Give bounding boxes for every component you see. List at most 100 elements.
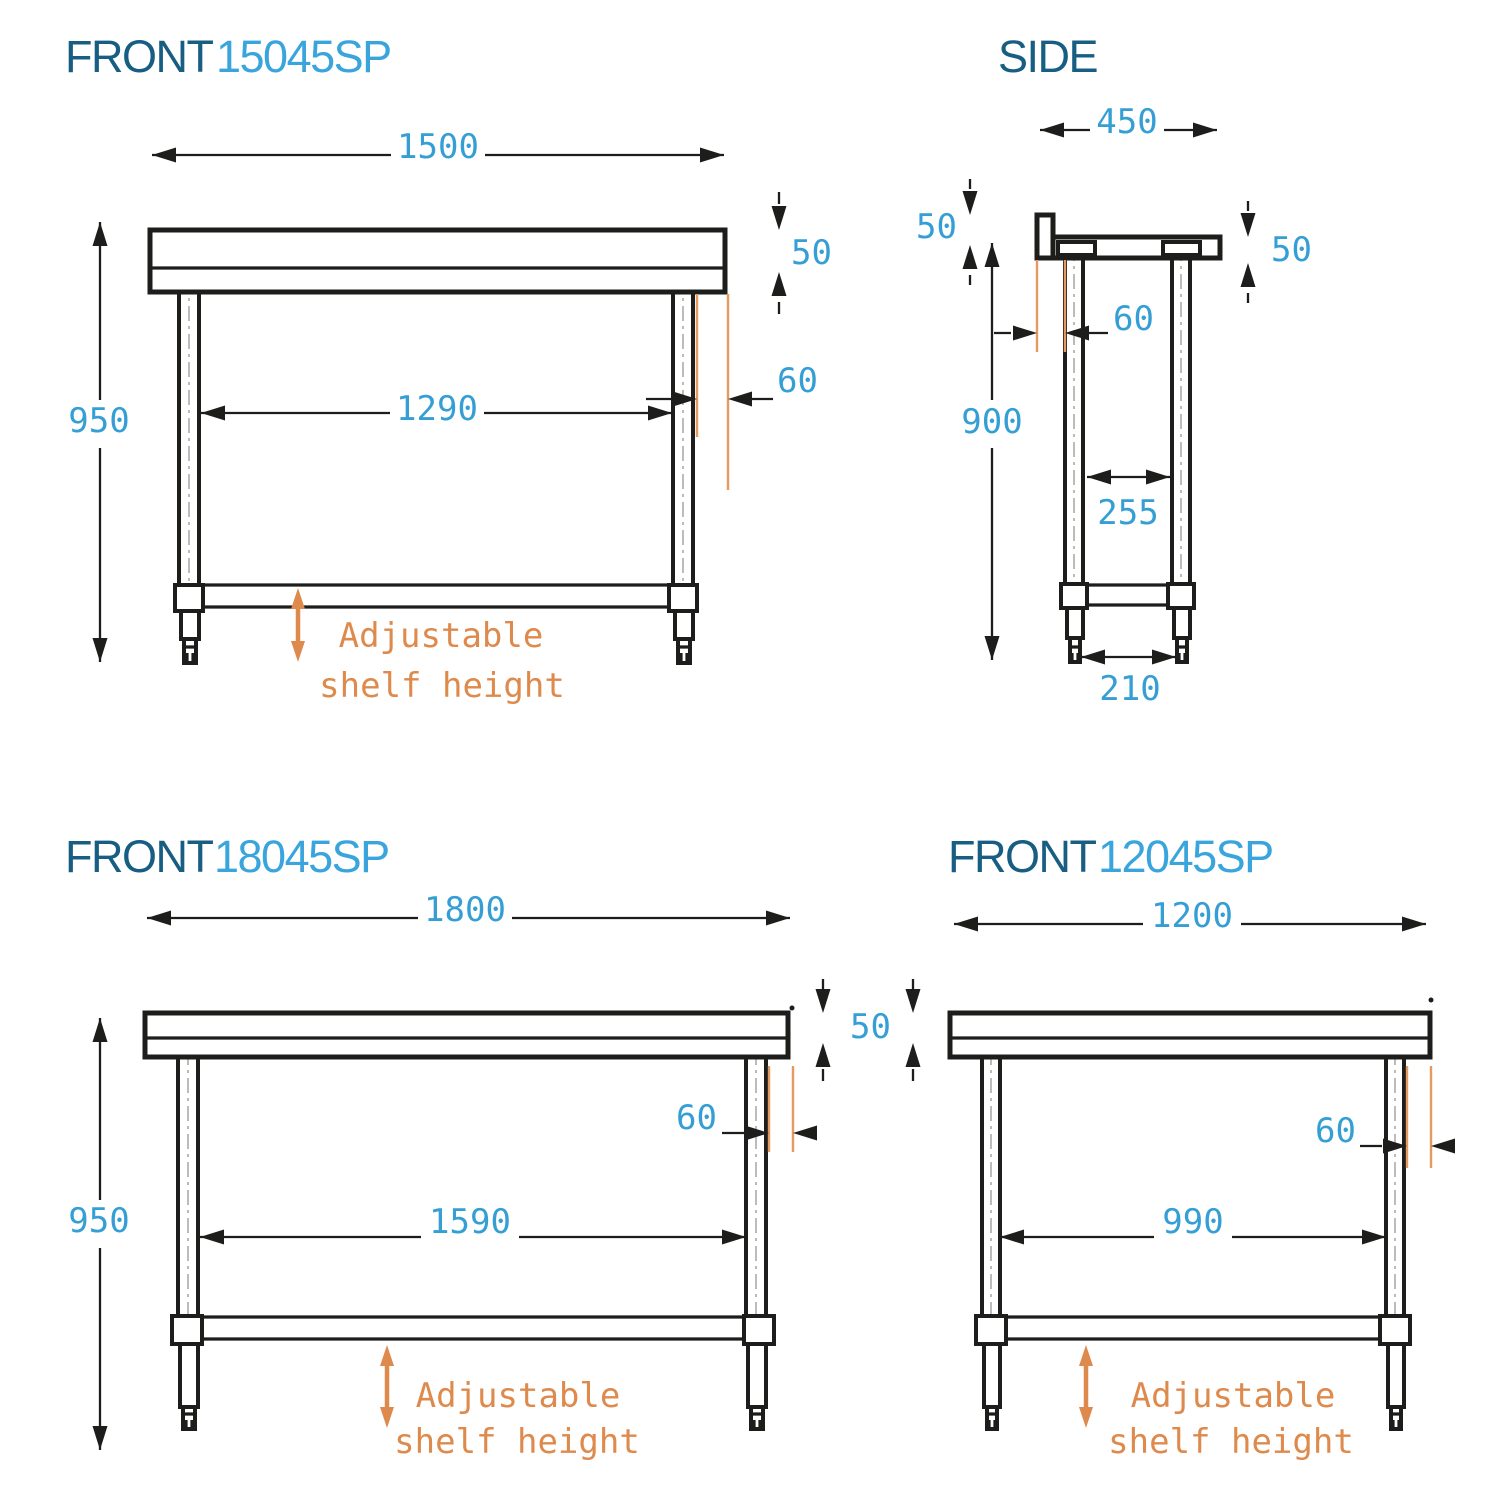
dim-leg-spacing: 255	[1087, 469, 1170, 533]
orange-arrowhead-up	[291, 588, 305, 609]
arrowhead-right	[1146, 469, 1170, 485]
adjustable-shelf-note: Adjustable shelf height	[291, 588, 565, 706]
collar-right	[742, 1314, 776, 1346]
arrowhead-up-left-pair	[815, 1043, 831, 1067]
adjustable-foot-left	[181, 1405, 197, 1431]
dim-overall-width: 1500	[152, 127, 724, 167]
note-line2: shelf height	[319, 666, 565, 706]
drawing-model: 12045SP	[1098, 831, 1273, 882]
extension-lines	[1405, 1066, 1433, 1168]
arrowhead-right	[722, 1229, 746, 1245]
drawing-side: SIDE 450	[916, 31, 1312, 709]
dim-top-thickness: 50	[1240, 201, 1312, 303]
arrowhead-up-right-pair	[905, 1043, 921, 1067]
note-line1: Adjustable	[1131, 1376, 1336, 1416]
arrowhead-right	[766, 910, 790, 926]
shelf-rails	[202, 1315, 744, 1341]
drawing-title: SIDE	[998, 31, 1098, 82]
dim-value: 900	[961, 402, 1022, 442]
foot-stub	[985, 1405, 999, 1431]
orange-arrowhead-down	[380, 1407, 394, 1428]
dim-overall-width: 1800	[147, 890, 790, 930]
lower-leg-back	[1065, 606, 1085, 640]
adjustable-foot-front	[1175, 636, 1189, 664]
mark-dot	[789, 1005, 795, 1011]
drawing-model: 18045SP	[214, 831, 389, 882]
arrowhead-left	[201, 405, 225, 421]
dim-value: 210	[1099, 669, 1160, 709]
dim-leg-span: 1290	[201, 389, 672, 429]
dim-value: 450	[1096, 102, 1157, 142]
collar-left	[170, 1314, 204, 1346]
arrow-stems	[821, 979, 915, 1081]
lower-leg-right	[1386, 1342, 1406, 1409]
arrowhead-right	[1362, 1229, 1386, 1245]
lower-leg-front	[1172, 606, 1192, 640]
worktop	[147, 227, 728, 295]
foot-detail	[1391, 1412, 1401, 1427]
foot-detail	[678, 645, 690, 661]
arrowhead-down	[984, 636, 1000, 660]
arrowhead-up	[962, 245, 978, 269]
upstand-profile	[1034, 212, 1056, 261]
drawing-model: 15045SP	[216, 31, 391, 82]
table-front-outline	[147, 227, 728, 665]
arrowhead-right	[1013, 325, 1037, 341]
dim-value: 50	[916, 207, 957, 247]
leg-centerlines	[188, 250, 684, 658]
shelf-rails	[1006, 1315, 1380, 1341]
drawing-title: FRONT	[65, 31, 213, 82]
adjustable-foot-right	[676, 637, 692, 665]
dim-top-thickness: 50	[771, 192, 832, 314]
arrowhead-right	[700, 147, 724, 163]
table-front-outline	[142, 1005, 795, 1431]
arrowhead-left	[1000, 1229, 1024, 1245]
arrowhead-right	[648, 405, 672, 421]
orange-arrowhead-up	[380, 1345, 394, 1366]
collar-front	[1166, 582, 1196, 610]
dim-value: 60	[676, 1098, 717, 1138]
dim-value: 255	[1097, 493, 1158, 533]
arrowhead-up	[984, 243, 1000, 267]
dim-value: 1200	[1151, 896, 1233, 936]
foot-detail	[183, 1412, 195, 1427]
arrowhead-left	[1087, 469, 1111, 485]
dim-top-thickness-shared: 50	[815, 979, 921, 1081]
adjustable-foot-left	[985, 1405, 999, 1431]
adjustable-foot-left	[182, 637, 198, 665]
worktop	[142, 1010, 791, 1060]
arrowhead-up	[92, 222, 108, 246]
dim-leg-inset: 60	[646, 294, 818, 490]
adjustable-foot-right	[749, 1405, 765, 1431]
orange-arrowhead-down	[291, 641, 305, 662]
lower-leg-left	[982, 1342, 1002, 1409]
foot-stub	[1068, 636, 1082, 664]
drawing-front-12045sp: FRONT 12045SP 1200	[947, 831, 1455, 1462]
mark-dot	[1428, 997, 1434, 1003]
dim-value: 60	[1113, 299, 1154, 339]
rail-lines	[1087, 583, 1168, 607]
table-side-outline	[1034, 212, 1223, 664]
dim-value: 1290	[396, 389, 478, 429]
note-line1: Adjustable	[416, 1376, 621, 1416]
drawing-title: FRONT	[65, 831, 213, 882]
drawing-title: FRONT	[948, 831, 1096, 882]
leg-centerlines	[990, 1022, 1396, 1424]
arrowhead-left	[1431, 1138, 1455, 1154]
arrowhead-up	[771, 272, 787, 296]
adjustable-foot-right	[1389, 1405, 1403, 1431]
shelf-rails	[203, 583, 669, 609]
foot-detail	[751, 1412, 763, 1427]
adjustable-foot-back	[1068, 636, 1082, 664]
dim-value: 950	[68, 401, 129, 441]
dim-foot-spacing: 210	[1081, 649, 1176, 709]
foot-detail	[1177, 645, 1187, 661]
dim-value: 1590	[429, 1202, 511, 1242]
worktop	[947, 1010, 1433, 1060]
table-front-outline	[947, 997, 1434, 1431]
dim-overall-height: 950	[68, 1018, 130, 1450]
arrowhead-down-right-pair	[905, 989, 921, 1013]
dim-overall-height: 950	[68, 222, 130, 662]
arrowhead-right	[1402, 916, 1426, 932]
